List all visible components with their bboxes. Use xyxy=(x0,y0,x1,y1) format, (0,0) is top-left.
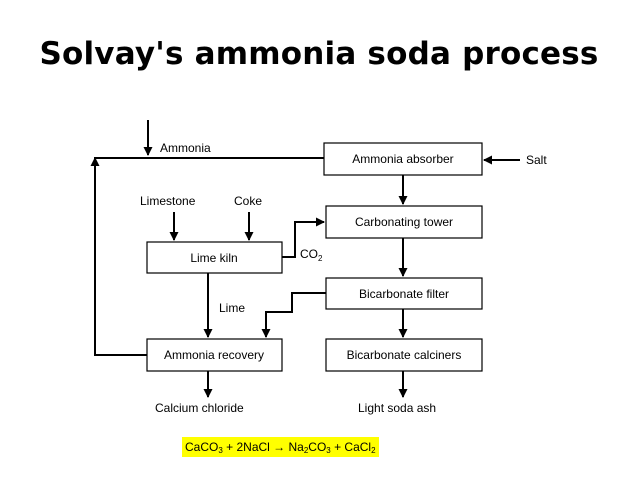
calcium-chloride-label: Calcium chloride xyxy=(155,401,244,415)
coke-label: Coke xyxy=(234,194,262,208)
reaction-arrow-icon: → xyxy=(273,440,286,454)
page-title: Solvay's ammonia soda process xyxy=(39,36,599,72)
ammonia-recovery-label: Ammonia recovery xyxy=(164,348,264,362)
limestone-label: Limestone xyxy=(140,194,196,208)
ammonia-absorber-box: Ammonia absorber xyxy=(323,142,483,176)
recycle-line-up xyxy=(94,157,147,356)
ammonia-recovery-box: Ammonia recovery xyxy=(146,338,283,372)
ammonia-label: Ammonia xyxy=(160,141,211,155)
carbonating-tower-label: Carbonating tower xyxy=(355,215,453,229)
bicarbonate-calciners-box: Bicarbonate calciners xyxy=(325,338,483,372)
co2-arrow xyxy=(282,217,325,258)
lime-kiln-box: Lime kiln xyxy=(146,241,283,274)
salt-label: Salt xyxy=(526,153,547,167)
bicarbonate-calciners-label: Bicarbonate calciners xyxy=(347,348,462,362)
filter-to-recovery-arrow xyxy=(261,292,326,338)
light-soda-ash-label: Light soda ash xyxy=(358,401,436,415)
reaction-equation: CaCO3 + 2NaCl → Na2CO3 + CaCl2 xyxy=(182,437,379,457)
ammonia-absorber-label: Ammonia absorber xyxy=(352,152,453,166)
bicarbonate-filter-label: Bicarbonate filter xyxy=(359,287,449,301)
lime-kiln-label: Lime kiln xyxy=(190,251,237,265)
bicarbonate-filter-box: Bicarbonate filter xyxy=(325,277,483,310)
lime-label: Lime xyxy=(219,301,245,315)
co2-label: CO2 xyxy=(300,247,323,263)
carbonating-tower-box: Carbonating tower xyxy=(325,205,483,239)
